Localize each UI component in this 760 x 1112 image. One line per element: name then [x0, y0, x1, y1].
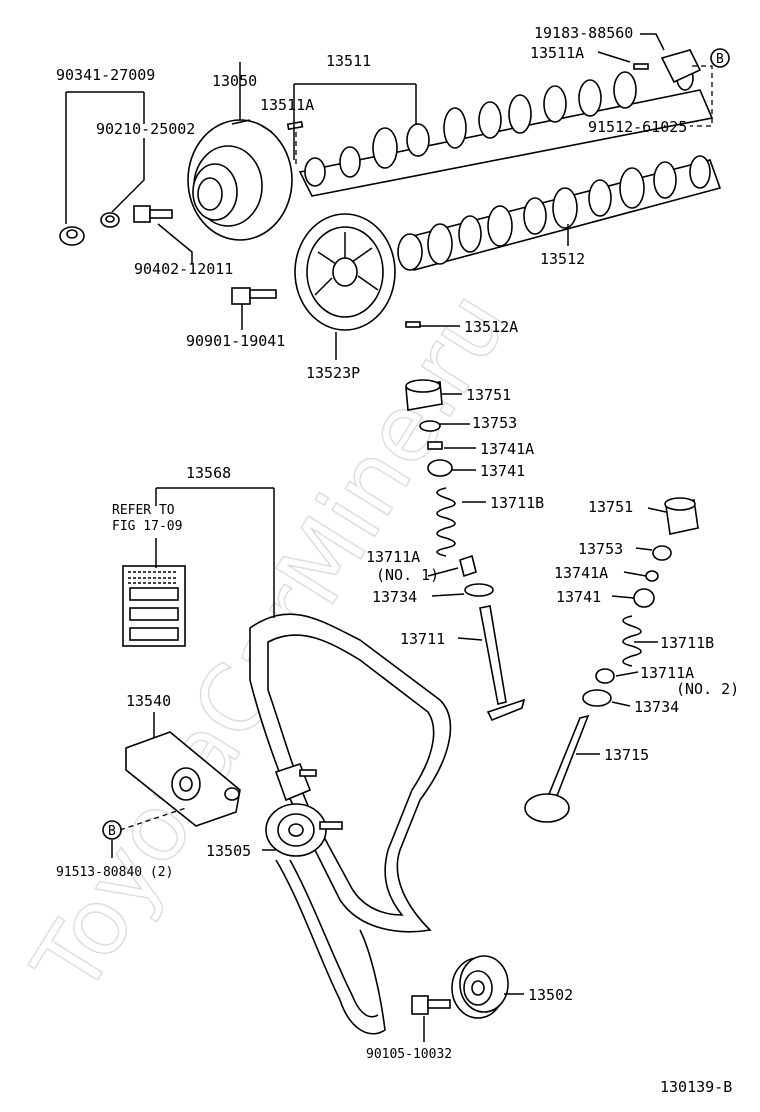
label-13505: 13505: [206, 842, 251, 860]
label-13711b-a: 13711B: [490, 494, 544, 512]
valve-train-exhaust: [524, 497, 699, 823]
label-13753-b: 13753: [578, 540, 623, 558]
svg-text:B: B: [716, 52, 724, 67]
label-13540: 13540: [126, 692, 171, 710]
label-13502: 13502: [528, 986, 573, 1004]
washer-90210: [100, 212, 120, 228]
label-13741-a: 13741: [480, 462, 525, 480]
label-13753-a: 13753: [472, 414, 517, 432]
note-refer-to: REFER TO: [112, 503, 175, 518]
label-13512: 13512: [540, 250, 585, 268]
camshaft-13512: [397, 155, 722, 328]
label-91512-61025: 91512-61025: [588, 118, 687, 136]
timing-belt-13568: [249, 613, 452, 1035]
decal-box: [122, 565, 186, 647]
ref-marker-b-top: B: [710, 48, 730, 68]
idler-13505: [265, 762, 343, 857]
label-90901-19041: 90901-19041: [186, 332, 285, 350]
label-90210-25002: 90210-25002: [96, 120, 195, 138]
label-13751-a: 13751: [466, 386, 511, 404]
label-90105-10032: 90105-10032: [366, 1047, 452, 1062]
label-19183-88560: 19183-88560: [534, 24, 633, 42]
sprocket-13050: [187, 119, 293, 241]
label-13512a: 13512A: [464, 318, 518, 336]
note-fig: FIG 17-09: [112, 519, 182, 534]
bolt-90105: [411, 995, 451, 1015]
label-13711: 13711: [400, 630, 445, 648]
label-13741-b: 13741: [556, 588, 601, 606]
bolt-90402: [133, 205, 173, 223]
label-91513-80840: 91513-80840 (2): [56, 865, 173, 880]
bolt-90901: [231, 287, 277, 305]
label-no2: (NO. 2): [676, 680, 739, 698]
camshaft-13511: [286, 65, 714, 197]
idler-13502: [451, 955, 509, 1019]
label-no1: (NO. 1): [376, 566, 439, 584]
part-labels: 19183-88560 13511A 13511 91512-61025 903…: [56, 24, 739, 1096]
label-13715: 13715: [604, 746, 649, 764]
label-13568: 13568: [186, 464, 231, 482]
label-13511a-top: 13511A: [530, 44, 584, 62]
label-13741a-b: 13741A: [554, 564, 608, 582]
label-13511: 13511: [326, 52, 371, 70]
washer-90341: [59, 226, 85, 246]
valve-train-intake: [405, 379, 526, 722]
label-13711a-no2: 13711A: [640, 664, 694, 682]
label-13734-b: 13734: [634, 698, 679, 716]
leader-lines: [65, 33, 713, 1042]
label-13741a-a: 13741A: [480, 440, 534, 458]
ref-marker-b-bottom: B: [102, 820, 122, 840]
label-13711a-no1: 13711A: [366, 548, 420, 566]
svg-text:B: B: [108, 824, 116, 839]
label-13511a-mid: 13511A: [260, 96, 314, 114]
gear-13523p: [294, 213, 396, 331]
label-13523p: 13523P: [306, 364, 360, 382]
bolt-19183: [633, 49, 702, 84]
tensioner-13540: [125, 731, 241, 827]
label-13734-a: 13734: [372, 588, 417, 606]
label-90402-12011: 90402-12011: [134, 260, 233, 278]
label-90341-27009: 90341-27009: [56, 66, 155, 84]
diagram-id: 130139-B: [660, 1078, 732, 1096]
label-13751-b: 13751: [588, 498, 633, 516]
label-13711b-b: 13711B: [660, 634, 714, 652]
label-13050: 13050: [212, 72, 257, 90]
